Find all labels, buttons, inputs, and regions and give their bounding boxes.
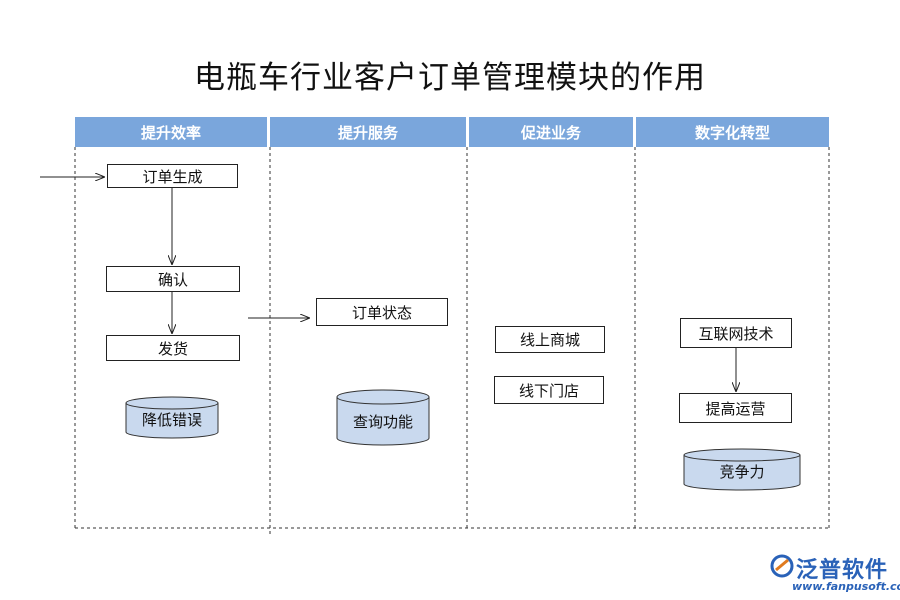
cylinder-label-reduce-errors: 降低错误 [141, 411, 202, 429]
brand-logo-name: 泛普软件 [796, 558, 889, 583]
lane-header-efficiency: 提升效率 [75, 117, 267, 147]
node-improve-ops: 提高运营 [679, 393, 792, 423]
node-internet-tech: 互联网技术 [680, 318, 792, 348]
lane-header-digital: 数字化转型 [636, 117, 829, 147]
cylinder-reduce-errors [125, 396, 219, 439]
brand-logo-url: www.fanpusoft.com [792, 580, 900, 593]
node-ship: 发货 [106, 335, 240, 361]
logo-mark-icon [770, 554, 794, 578]
lane-header-business: 促进业务 [469, 117, 633, 147]
lane-header-service: 提升服务 [270, 117, 466, 147]
cylinder-label-competitiveness: 竞争力 [719, 463, 765, 481]
lane-borders [74, 147, 830, 535]
diagram-title: 电瓶车行业客户订单管理模块的作用 [194, 60, 706, 96]
node-online-mall: 线上商城 [495, 326, 605, 353]
node-order-status: 订单状态 [316, 298, 448, 326]
brand-logo: 泛普软件 [768, 552, 888, 584]
node-order-generation: 订单生成 [107, 164, 238, 188]
cylinder-label-query-function: 查询功能 [352, 413, 413, 431]
cylinder-query-function [336, 389, 430, 446]
node-confirm: 确认 [106, 266, 240, 292]
node-offline-store: 线下门店 [494, 376, 604, 404]
cylinder-competitiveness [683, 448, 801, 491]
